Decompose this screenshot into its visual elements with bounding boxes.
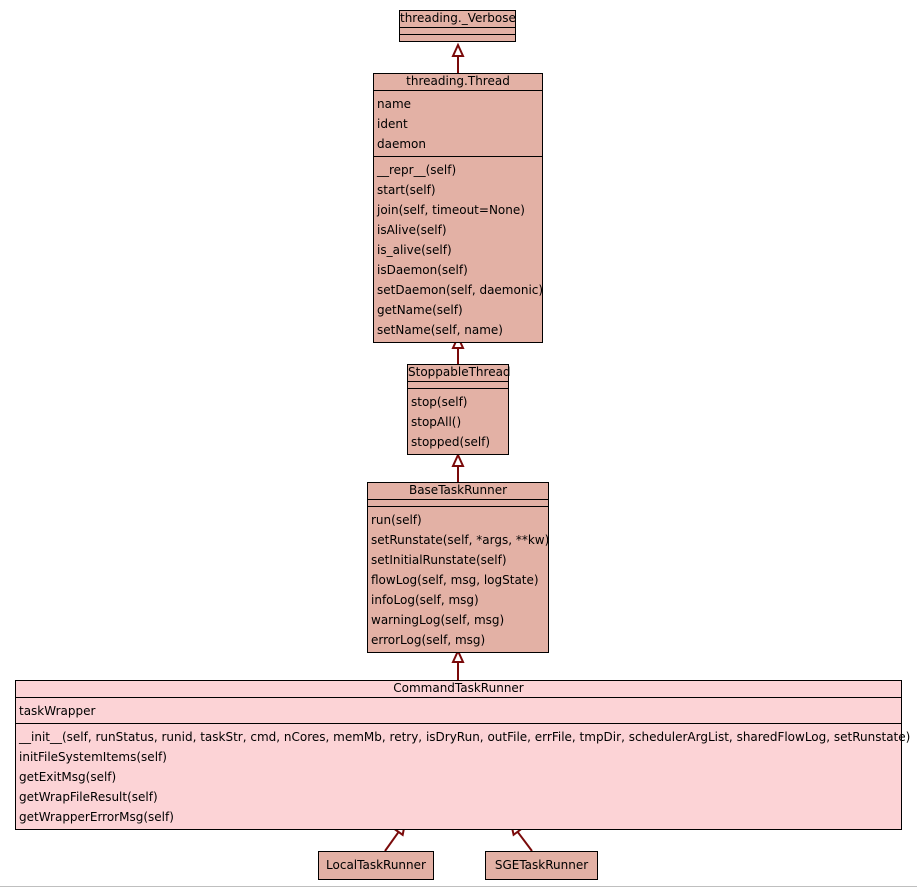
class-box-base: BaseTaskRunner run(self) setRunstate(self,… bbox=[367, 482, 549, 653]
inheritance-edge-base-to-stoppable bbox=[451, 452, 465, 482]
method-row: setInitialRunstate(self) bbox=[371, 553, 507, 567]
class-name: threading._Verbose bbox=[400, 11, 516, 28]
methods-section: run(self) setRunstate(self, *args, **kw) s… bbox=[368, 506, 550, 652]
class-name: threading.Thread bbox=[374, 74, 542, 91]
class-box-local: LocalTaskRunner bbox=[318, 851, 434, 880]
method-row: stopped(self) bbox=[411, 435, 491, 449]
class-name: StoppableThread bbox=[408, 365, 511, 382]
method-row: getWrapperErrorMsg(self) bbox=[19, 810, 174, 824]
attributes-section: name ident daemon bbox=[374, 91, 542, 156]
class-name: CommandTaskRunner bbox=[16, 681, 901, 698]
method-row: infoLog(self, msg) bbox=[371, 593, 479, 607]
inheritance-arrow-icon bbox=[451, 42, 465, 57]
class-box-thread: threading.Thread name ident daemon __repr__(… bbox=[373, 73, 543, 343]
methods-section: __init__(self, runStatus, runid, taskStr… bbox=[16, 723, 911, 829]
method-row: getName(self) bbox=[377, 303, 463, 317]
edge-line bbox=[516, 831, 533, 852]
method-row: isAlive(self) bbox=[377, 223, 447, 237]
method-row: setName(self, name) bbox=[377, 323, 503, 337]
attribute-row: ident bbox=[377, 117, 408, 131]
method-row: setRunstate(self, *args, **kw) bbox=[371, 533, 550, 547]
method-row: getWrapFileResult(self) bbox=[19, 790, 158, 804]
attribute-row: daemon bbox=[377, 137, 426, 151]
method-row: __repr__(self) bbox=[377, 163, 457, 177]
method-row: run(self) bbox=[371, 513, 422, 527]
class-box-sge: SGETaskRunner bbox=[485, 851, 598, 880]
class-box-verbose: threading._Verbose bbox=[399, 10, 516, 42]
method-row: stop(self) bbox=[411, 395, 468, 409]
class-name: LocalTaskRunner bbox=[326, 858, 426, 872]
edge-line bbox=[384, 831, 400, 852]
inheritance-edge-command-to-base bbox=[451, 648, 465, 680]
class-box-stoppable: StoppableThread stop(self) stopAll() stoppe… bbox=[407, 364, 511, 455]
attributes-section: taskWrapper bbox=[16, 698, 901, 723]
method-row: setDaemon(self, daemonic) bbox=[377, 283, 544, 297]
class-name: BaseTaskRunner bbox=[368, 483, 548, 500]
method-row: join(self, timeout=None) bbox=[377, 203, 525, 217]
method-row: getExitMsg(self) bbox=[19, 770, 117, 784]
methods-section bbox=[400, 34, 515, 41]
method-row: warningLog(self, msg) bbox=[371, 613, 505, 627]
attribute-row: name bbox=[377, 97, 412, 111]
method-row: stopAll() bbox=[411, 415, 462, 429]
methods-section: __repr__(self) start(self) join(self, time… bbox=[374, 156, 544, 342]
bottom-rule bbox=[0, 886, 917, 887]
inheritance-edge-thread-to-verbose bbox=[451, 42, 465, 73]
method-row: errorLog(self, msg) bbox=[371, 633, 486, 647]
class-name: SGETaskRunner bbox=[494, 858, 589, 872]
method-row: isDaemon(self) bbox=[377, 263, 468, 277]
method-row: is_alive(self) bbox=[377, 243, 452, 257]
inheritance-arrow-icon bbox=[451, 452, 465, 467]
methods-section: stop(self) stopAll() stopped(self) bbox=[408, 388, 508, 454]
class-box-command: CommandTaskRunner taskWrapper __init__(sel… bbox=[15, 680, 911, 830]
method-row: __init__(self, runStatus, runid, taskStr… bbox=[19, 730, 911, 744]
method-row: flowLog(self, msg, logState) bbox=[371, 573, 539, 587]
attribute-row: taskWrapper bbox=[19, 704, 96, 718]
method-row: initFileSystemItems(self) bbox=[19, 750, 167, 764]
method-row: start(self) bbox=[377, 183, 436, 197]
inheritance-arrow-icon bbox=[451, 648, 465, 663]
